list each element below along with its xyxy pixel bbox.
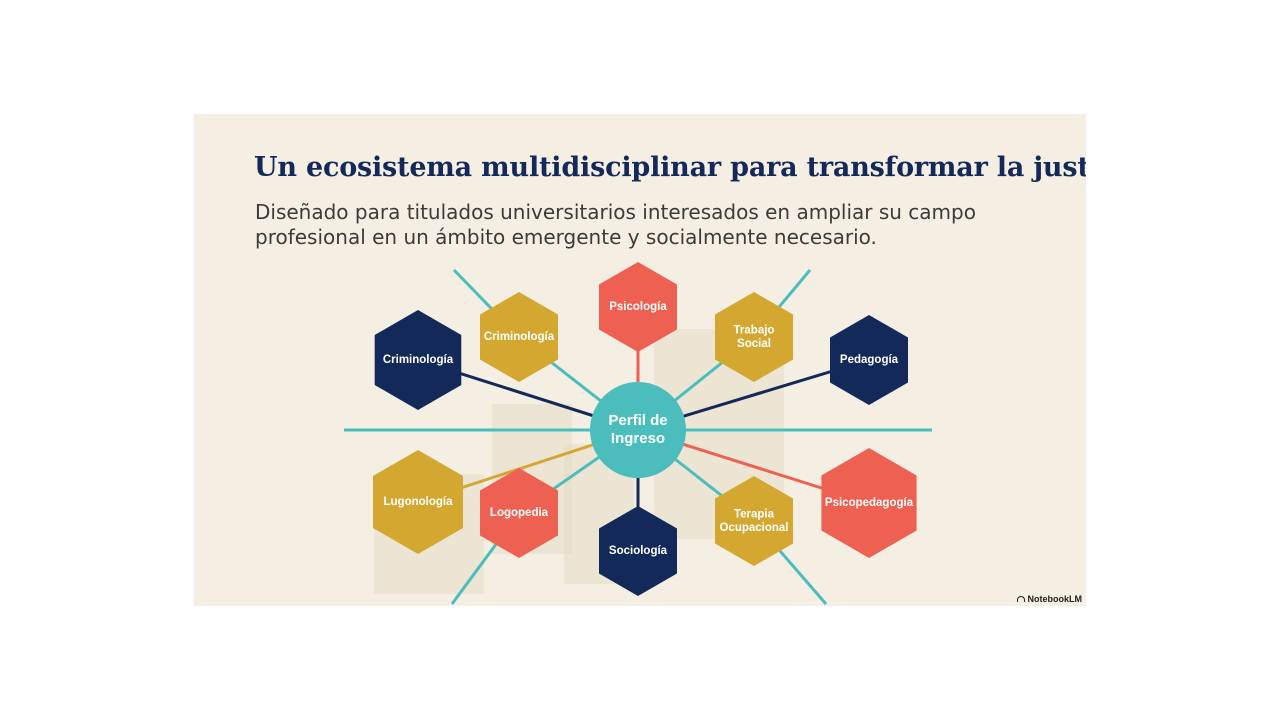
hub-circle <box>590 382 686 478</box>
node-label: Psicología <box>609 301 667 313</box>
hexagon-lugonologia <box>373 450 463 554</box>
ecosystem-diagram: CriminologíaCriminologíaPsicologíaTrabaj… <box>344 262 932 605</box>
node-label: Lugonología <box>384 496 454 508</box>
node-label: Trabajo <box>734 324 775 336</box>
node-label: Logopedia <box>490 507 549 519</box>
hexagon-sociologia <box>599 506 677 596</box>
hexagon-logopedia <box>480 468 558 558</box>
node-label: Social <box>737 338 771 350</box>
hub-label: Ingreso <box>611 430 665 447</box>
hexagon-criminologia-gold <box>480 292 558 382</box>
hub-label: Perfil de <box>608 412 667 429</box>
node-logopedia: Logopedia <box>480 468 558 558</box>
hexagon-trabajo-social <box>715 292 793 382</box>
node-criminologia-gold: Criminología <box>480 292 558 382</box>
node-label: Criminología <box>383 354 454 366</box>
hexagon-psicopedagogia <box>821 448 917 558</box>
node-label: Ocupacional <box>719 522 788 534</box>
node-psicopedagogia: Psicopedagogía <box>821 448 917 558</box>
node-label: Pedagogía <box>840 354 899 366</box>
slide-subtitle: Diseñado para titulados universitarios i… <box>255 200 976 249</box>
slide-title: Un ecosistema multidisciplinar para tran… <box>254 152 1086 183</box>
hexagon-criminologia-navy <box>374 310 462 410</box>
node-label: Terapia <box>734 508 775 520</box>
node-psicologia: Psicología <box>599 262 677 352</box>
node-pedagogia: Pedagogía <box>830 315 908 405</box>
brand-watermark: NotebookLM <box>1016 594 1083 604</box>
node-sociologia: Sociología <box>599 506 677 596</box>
node-lugonologia: Lugonología <box>373 450 463 554</box>
hexagon-terapia-ocupacional <box>715 476 793 566</box>
hexagon-pedagogia <box>830 315 908 405</box>
node-label: Criminología <box>484 331 555 343</box>
notebooklm-icon <box>1016 596 1025 602</box>
nodes: CriminologíaCriminologíaPsicologíaTrabaj… <box>373 262 917 596</box>
brand-label: NotebookLM <box>1027 594 1083 604</box>
hexagon-psicologia <box>599 262 677 352</box>
node-label: Sociología <box>609 545 668 557</box>
node-label: Psicopedagogía <box>825 497 914 509</box>
node-criminologia-navy: Criminología <box>374 310 462 410</box>
